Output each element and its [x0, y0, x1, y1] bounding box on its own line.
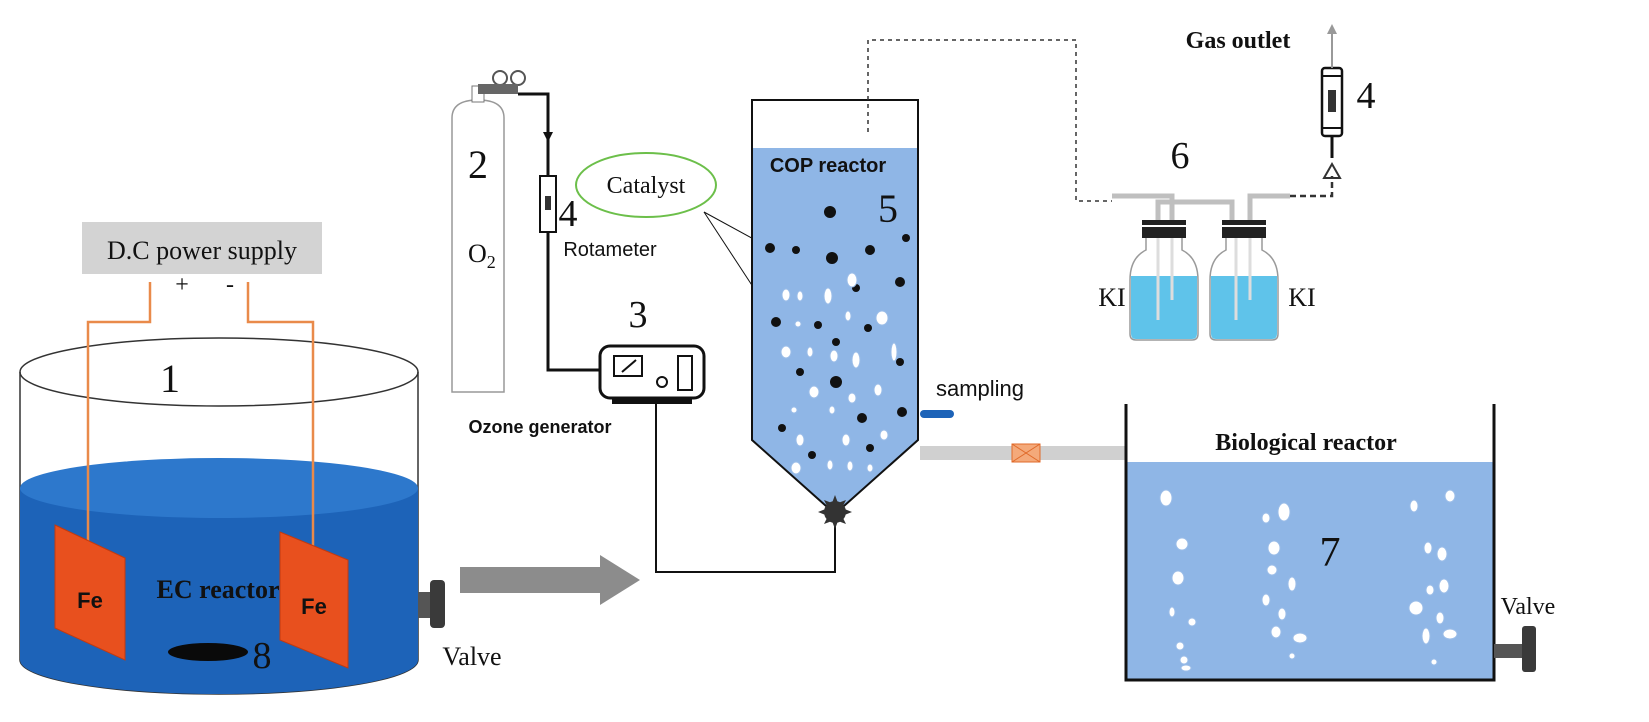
right-valve-pipe: [1494, 644, 1524, 658]
ki-label-left: KI: [1098, 283, 1125, 312]
ozone-line: [655, 404, 836, 573]
num-1: 1: [160, 356, 180, 401]
fe-electrode-left: [54, 524, 126, 661]
ec-water-surface: [20, 458, 418, 518]
pressure-gauge-1: [492, 70, 508, 86]
outlet-arrow-head: [1322, 161, 1342, 179]
fe-label-right: Fe: [301, 594, 327, 619]
fe-electrode-right: [279, 531, 349, 669]
outlet-rotameter-float: [1328, 90, 1336, 112]
outlet-top-arrow: [1327, 24, 1337, 34]
rotameter-float: [545, 196, 551, 210]
sampling-port: [920, 410, 954, 418]
catalyst-label: Catalyst: [607, 173, 686, 199]
off-gas-line: [867, 39, 1112, 202]
ozone-generator-label: Ozone generator: [468, 417, 611, 437]
gas-outlet-label: Gas outlet: [1186, 28, 1291, 54]
num-4-outlet: 4: [1357, 75, 1376, 117]
bio-water: [1126, 462, 1494, 680]
ki-solution-right: [1211, 276, 1277, 339]
plus-sign: +: [175, 272, 189, 298]
ozone-foot: [612, 398, 692, 404]
ec-reactor-label: EC reactor: [157, 575, 280, 604]
oxygen-line: [518, 92, 550, 178]
ki-cap-left: [1142, 220, 1186, 238]
sampling-label: sampling: [936, 376, 1024, 401]
power-supply-box: [82, 222, 322, 274]
ec-reactor-unit: D.C power supply + - 1 Fe Fe EC reactor …: [19, 222, 502, 695]
oxygen-supply: 2 O2: [451, 70, 526, 393]
outlet-gas-line: [1290, 176, 1334, 198]
valve-label-right: Valve: [1501, 594, 1556, 620]
catalyst-particles: [765, 206, 910, 459]
ki-solution-left: [1131, 276, 1197, 339]
num-7: 7: [1320, 530, 1341, 576]
ec-tank-top-rim: [19, 337, 419, 407]
num-6: 6: [1171, 135, 1190, 177]
ki-label-right: KI: [1288, 283, 1315, 312]
ozone-knob: [656, 376, 668, 388]
bio-tank-wall: [1124, 404, 1496, 682]
flow-arrow: [460, 555, 640, 605]
ozone-panel: [677, 355, 693, 391]
wire-positive: [86, 282, 152, 555]
valve-label-left: Valve: [442, 642, 501, 671]
o2-label: O2: [468, 239, 496, 272]
right-valve-body: [1522, 626, 1536, 672]
cop-reactor-label: COP reactor: [770, 155, 887, 177]
num-5: 5: [878, 186, 898, 231]
cop-water: [752, 148, 918, 514]
ki-absorption-unit: 6 KI KI: [1098, 135, 1316, 341]
regulator: [478, 84, 518, 94]
ozone-generator-unit: 3 Ozone generator: [468, 294, 706, 437]
ozone-bubbles: [780, 272, 898, 475]
pressure-gauge-2: [510, 70, 526, 86]
num-4-rotameter: 4: [559, 193, 578, 235]
num-3: 3: [629, 294, 648, 336]
fe-label-left: Fe: [77, 588, 103, 613]
ozone-dial-line: [621, 359, 637, 373]
aeration-bubbles: [1159, 489, 1458, 672]
rotameter-label: Rotameter: [563, 239, 657, 261]
wire-negative: [246, 282, 315, 560]
gas-diffuser-icon: [818, 495, 852, 529]
num-2: 2: [468, 142, 488, 187]
catalyst-callout: [575, 152, 717, 218]
minus-sign: -: [226, 272, 234, 298]
line-to-ozone: [546, 232, 600, 372]
power-supply-label: D.C power supply: [107, 236, 297, 265]
stir-bar: [168, 643, 248, 661]
oxygen-flow-tick: [543, 132, 553, 142]
biological-reactor-unit: Biological reactor 7 Valve: [1124, 404, 1556, 682]
left-valve-body: [430, 580, 445, 628]
num-8: 8: [253, 635, 272, 677]
cop-reactor-unit: COP reactor 5 sampling: [751, 99, 1024, 529]
ki-cap-right: [1222, 220, 1266, 238]
biological-reactor-label: Biological reactor: [1215, 430, 1397, 456]
cop-vessel: [751, 99, 919, 516]
